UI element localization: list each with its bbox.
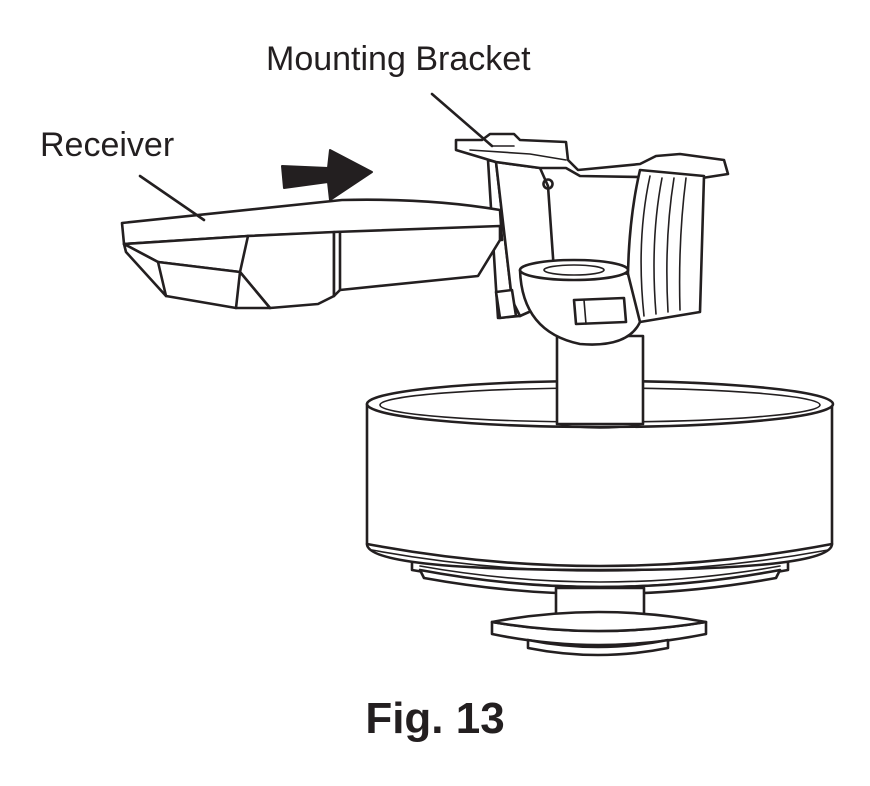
mounting-bracket-label: Mounting Bracket [266, 40, 531, 78]
receiver-label: Receiver [40, 126, 175, 164]
mounting-bracket [454, 132, 730, 346]
leader-line-mounting-bracket [430, 92, 494, 148]
arrow-right-icon [281, 149, 373, 201]
downrod-bottom [490, 586, 708, 657]
receiver [120, 198, 504, 310]
leader-line-receiver [138, 174, 206, 222]
fan-canopy [365, 379, 835, 596]
figure-caption: Fig. 13 [365, 694, 505, 743]
downrod-top [555, 334, 645, 429]
